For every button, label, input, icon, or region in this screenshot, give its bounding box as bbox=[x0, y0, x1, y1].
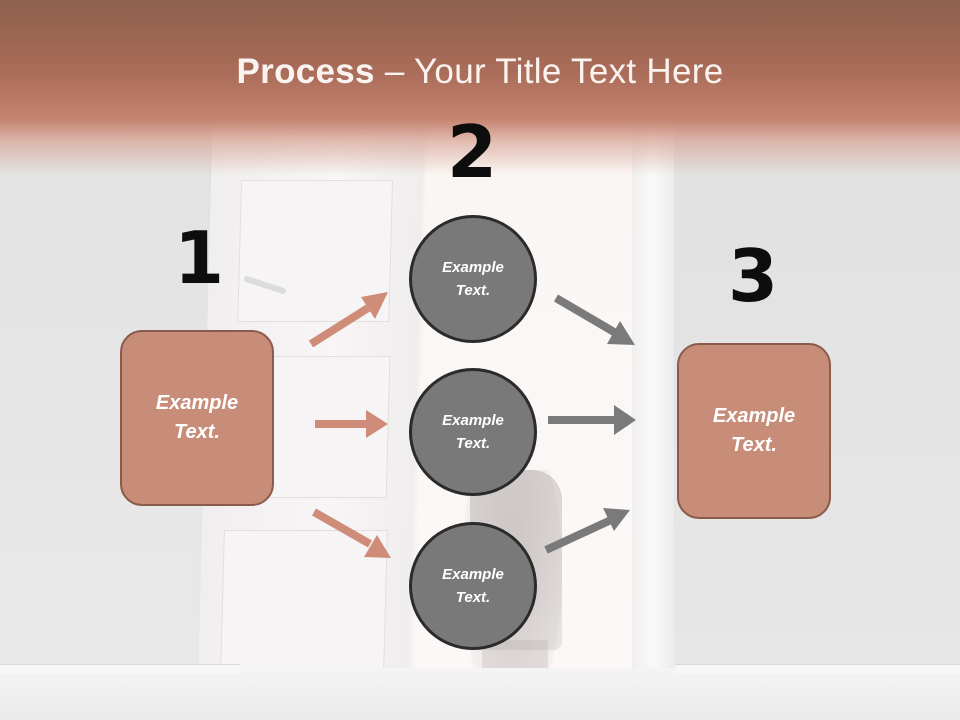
box-right-line1: Example bbox=[712, 405, 796, 427]
circle-1-line2: Text. bbox=[455, 282, 491, 299]
circle-2-line2: Text. bbox=[455, 435, 491, 452]
process-box-right: Example Text. bbox=[677, 343, 831, 519]
box-left-line1: Example bbox=[155, 392, 239, 414]
step-number-1: 1 bbox=[173, 216, 225, 300]
slide-title: Process – Your Title Text Here bbox=[0, 52, 960, 92]
door-panel bbox=[219, 530, 388, 682]
box-left-line2: Text. bbox=[174, 421, 220, 443]
baseboard bbox=[0, 664, 240, 673]
process-box-left: Example Text. bbox=[120, 330, 274, 506]
step-number-2: 2 bbox=[446, 110, 498, 194]
circle-2-line1: Example bbox=[442, 412, 504, 429]
circle-1-line1: Example bbox=[442, 259, 504, 276]
process-circle-3: Example Text. bbox=[409, 522, 537, 650]
floor bbox=[0, 668, 960, 720]
door-frame bbox=[632, 120, 674, 680]
baseboard bbox=[675, 664, 960, 673]
door-panel bbox=[237, 180, 394, 322]
title-rest: – Your Title Text Here bbox=[374, 52, 724, 91]
process-circle-1: Example Text. bbox=[409, 215, 537, 343]
step-number-3: 3 bbox=[727, 234, 779, 318]
title-bar bbox=[0, 0, 960, 175]
process-circle-2: Example Text. bbox=[409, 368, 537, 496]
circle-3-line1: Example bbox=[442, 566, 504, 583]
circle-3-line2: Text. bbox=[455, 589, 491, 606]
title-bold: Process bbox=[236, 52, 375, 91]
box-right-line2: Text. bbox=[731, 434, 777, 456]
